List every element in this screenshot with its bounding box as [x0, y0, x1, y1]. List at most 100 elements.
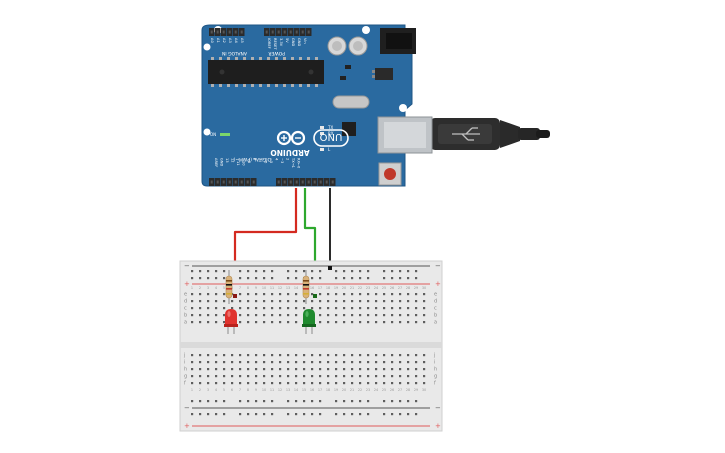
analog-pin-label: A5 — [240, 38, 244, 43]
arduino-logo: ARDUINO UNO — [270, 129, 349, 157]
column-number: 14 — [294, 286, 298, 290]
tx-label: TX — [327, 125, 333, 130]
reset-button[interactable] — [378, 162, 402, 186]
row-letter: c — [434, 306, 437, 312]
row-letter: a — [184, 320, 187, 326]
digital-pin-label: RX←0 — [297, 158, 301, 169]
column-number: 20 — [342, 388, 346, 392]
rail-sign: + — [435, 422, 441, 430]
power-pin-label: IOREF — [267, 38, 271, 49]
analog-header[interactable] — [209, 28, 245, 36]
usb-b-connector — [377, 116, 433, 154]
rail-sign: + — [184, 280, 190, 288]
status-leds: TX RX L — [320, 125, 334, 152]
power-pin-label: 5V — [285, 38, 289, 43]
resistor-2[interactable] — [302, 270, 310, 304]
analog-pin-label: A2 — [222, 38, 226, 43]
digital-pin-label: 4 — [275, 158, 279, 161]
row-letter: i — [184, 360, 185, 366]
power-pin-label: 3.3V — [279, 38, 283, 47]
power-header[interactable] — [264, 28, 312, 36]
row-letter: h — [184, 367, 187, 373]
column-number: 1 — [191, 388, 193, 392]
row-letter: g — [184, 374, 187, 380]
digital-pin-label: ~5 — [269, 158, 273, 163]
center-channel — [180, 342, 442, 348]
column-number: 28 — [406, 286, 410, 290]
column-number: 29 — [414, 286, 418, 290]
model-label: UNO — [320, 131, 343, 142]
column-number: 25 — [382, 286, 386, 290]
microcontroller-chip — [208, 57, 324, 87]
capacitors — [327, 36, 368, 56]
column-number: 3 — [207, 286, 209, 290]
column-number: 10 — [262, 388, 266, 392]
row-letter: e — [184, 292, 187, 298]
row-letter: b — [434, 313, 437, 319]
power-pin-label: RESET — [273, 38, 277, 50]
digital-pin-label: ~6 — [264, 158, 268, 164]
column-number: 7 — [239, 286, 241, 290]
column-number: 19 — [334, 388, 338, 392]
analog-pin-label: A3 — [228, 38, 232, 43]
digital-header-label: DIGITAL (PWM~) — [233, 156, 271, 162]
row-letter: f — [184, 381, 186, 387]
analog-pin-label: A0 — [210, 38, 214, 43]
row-letter: i — [434, 360, 435, 366]
column-number: 18 — [326, 286, 330, 290]
column-number: 13 — [286, 286, 290, 290]
led-red[interactable] — [224, 309, 238, 334]
wire-ends — [233, 266, 332, 298]
column-number: 10 — [262, 286, 266, 290]
column-number: 26 — [390, 388, 394, 392]
led-green[interactable] — [302, 309, 316, 334]
rail-sign: − — [184, 262, 190, 270]
column-number: 21 — [350, 388, 354, 392]
power-header-label: POWER — [268, 50, 285, 56]
column-number: 26 — [390, 286, 394, 290]
column-number: 24 — [374, 286, 378, 290]
digital-pin-label: 12 — [231, 158, 235, 163]
digital-pin-label: ~9 — [247, 158, 251, 164]
column-number: 21 — [350, 286, 354, 290]
resistor-1[interactable] — [225, 270, 233, 304]
row-letter: f — [434, 381, 436, 387]
column-number: 23 — [366, 286, 370, 290]
rail-sign: + — [435, 280, 441, 288]
digital-pin-label: ~10 — [242, 158, 246, 166]
power-pin-label: Vin — [303, 38, 307, 44]
column-number: 17 — [318, 286, 322, 290]
column-number: 12 — [278, 388, 282, 392]
row-letter: j — [433, 353, 435, 359]
digital-header[interactable] — [209, 178, 336, 186]
analog-header-label: ANALOG IN — [222, 50, 247, 56]
power-pin-label: GND — [291, 38, 295, 46]
column-number: 5 — [223, 286, 225, 290]
column-number: 19 — [334, 286, 338, 290]
column-number: 20 — [342, 286, 346, 290]
column-number: 5 — [223, 388, 225, 392]
column-number: 9 — [255, 388, 257, 392]
digital-pin-label: AREF — [214, 158, 218, 167]
column-number: 25 — [382, 388, 386, 392]
digital-pin-label: 13 — [225, 158, 229, 163]
column-number: 17 — [318, 388, 322, 392]
l-label: L — [328, 147, 331, 152]
column-number: 22 — [358, 286, 362, 290]
column-number: 27 — [398, 286, 402, 290]
row-letter: e — [434, 292, 437, 298]
row-letter: d — [434, 299, 437, 305]
column-number: 11 — [270, 286, 274, 290]
column-number: 9 — [255, 286, 257, 290]
column-number: 14 — [294, 388, 298, 392]
digital-pin-label: 8 — [253, 158, 257, 161]
column-number: 23 — [366, 388, 370, 392]
digital-pin-label: 7 — [258, 158, 262, 160]
on-label: ON — [210, 132, 216, 137]
power-led — [220, 133, 230, 136]
rx-label: RX — [328, 131, 334, 136]
column-number: 15 — [302, 388, 306, 392]
